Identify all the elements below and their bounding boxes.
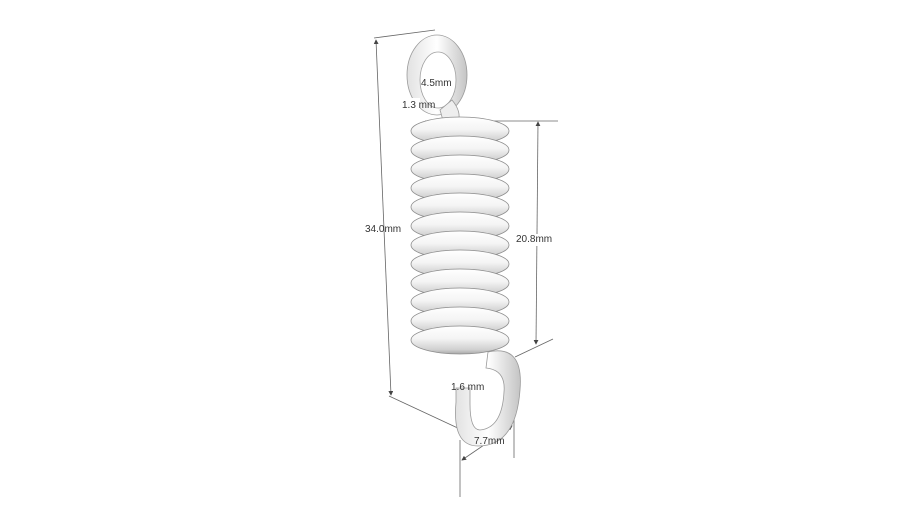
dimension-label-hook-inner-diameter: 4.5mm bbox=[421, 78, 452, 89]
dimension-label-wire-diameter-top: 1.3 mm bbox=[402, 100, 436, 111]
dimension-label-wire-diameter-bottom: 1.6 mm bbox=[451, 382, 485, 393]
spring-coils bbox=[410, 116, 510, 355]
dimension-label-overall-length: 34.0mm bbox=[365, 224, 402, 235]
dimension-label-outer-diameter: 7.7mm bbox=[474, 436, 505, 447]
top-hook bbox=[404, 34, 468, 127]
dimension-label-body-length: 20.8mm bbox=[516, 234, 553, 246]
bottom-hook bbox=[455, 350, 521, 447]
